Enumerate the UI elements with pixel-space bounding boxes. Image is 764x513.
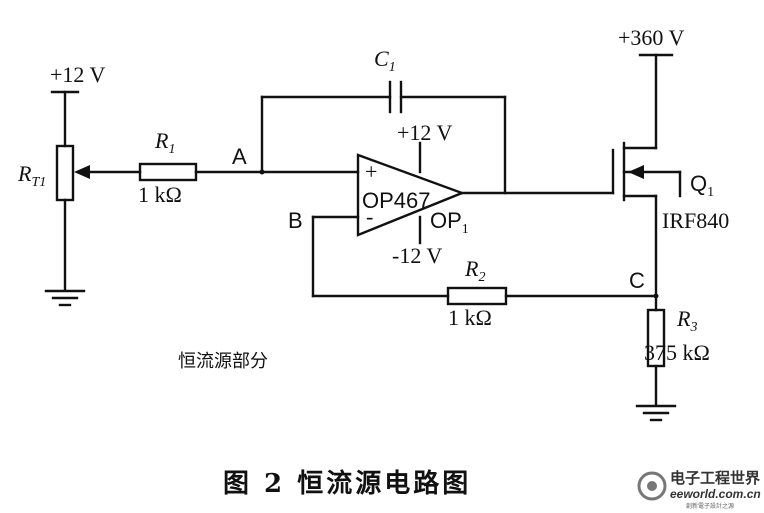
r1-value: 1 kΩ (138, 182, 182, 207)
opamp-pos-supply: +12 V (397, 120, 453, 145)
watermark-tagline: 創新電子設計之源 (686, 502, 734, 510)
drain-supply-label: +360 V (618, 25, 685, 50)
r1-label: R1 (154, 128, 175, 157)
potentiometer-rt1: RT1 (17, 90, 80, 292)
ground-symbol-r3 (635, 404, 677, 422)
figure-caption: 图 2 恒流源电路图 (223, 468, 471, 499)
capacitor-c1 (260, 80, 507, 195)
wiper-arrow (74, 165, 142, 179)
node-c-dot (653, 293, 659, 299)
ground-symbol-pot (44, 289, 86, 307)
opamp-minus: - (366, 204, 373, 229)
watermark-logo: 电子工程世界 eeworld.com.cn 創新電子設計之源 (637, 469, 761, 510)
c1-label: C1 (374, 46, 396, 75)
opamp-plus: + (365, 159, 377, 184)
mosfet-part: IRF840 (662, 208, 729, 233)
opamp-ref: OP1 (430, 208, 469, 237)
opamp-neg-supply: -12 V (392, 243, 442, 268)
mosfet-ref: Q1 (690, 171, 714, 200)
opamp-part: OP467 (362, 188, 431, 213)
resistor-r3 (646, 308, 666, 407)
resistor-r2 (311, 215, 658, 306)
r2-label: R2 (464, 256, 485, 285)
node-b-label: B (288, 208, 303, 233)
pot-label: RT1 (17, 161, 46, 190)
opamp-op467 (356, 141, 615, 245)
r2-value: 1 kΩ (448, 305, 492, 330)
pot-supply-label: +12 V (50, 62, 106, 87)
mosfet-q1 (611, 53, 682, 312)
watermark-brand: 电子工程世界 (670, 469, 760, 487)
watermark-url: eeworld.com.cn (670, 487, 761, 501)
r3-value: 375 kΩ (644, 340, 710, 365)
resistor-r1 (138, 162, 360, 182)
r3-label: R3 (676, 306, 697, 335)
section-caption: 恒流源部分 (178, 351, 268, 372)
node-a-label: A (232, 144, 247, 169)
node-c-label: C (629, 268, 645, 293)
